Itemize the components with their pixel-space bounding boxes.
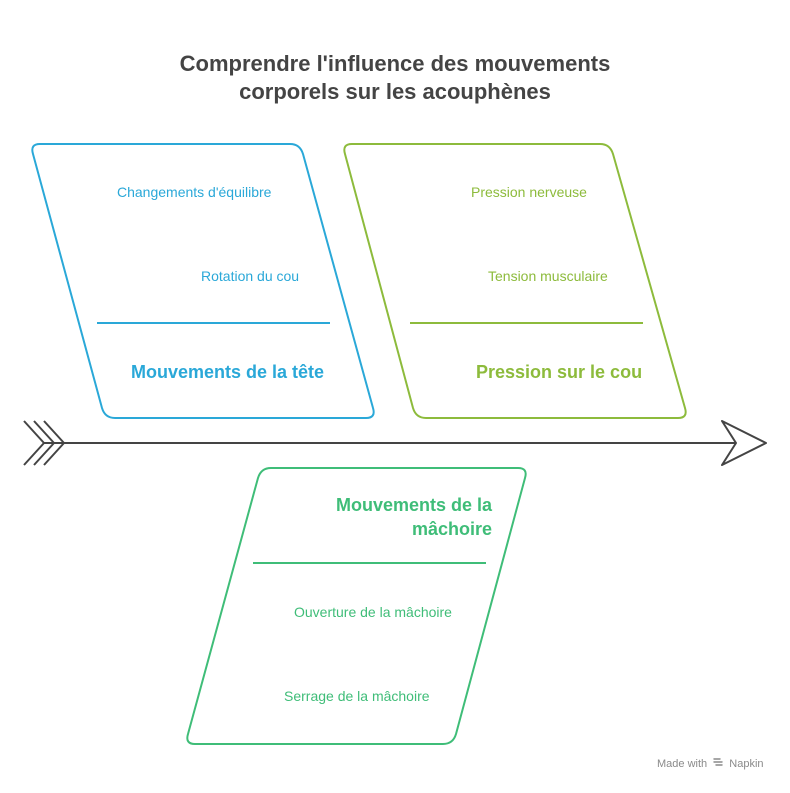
category-title-jaw-line-2: mâchoire — [411, 519, 492, 539]
box-head-movements — [31, 143, 375, 419]
category-title-head-movements: Mouvements de la tête — [131, 362, 325, 382]
napkin-logo-icon — [712, 757, 724, 770]
spine-tail-chevron-2 — [33, 420, 55, 466]
spine-tail-chevron-1 — [23, 420, 45, 466]
spine-tail-chevron-3 — [43, 420, 65, 466]
cause-muscle-tension: Tension musculaire — [488, 268, 608, 284]
category-title-jaw-movements: Mouvements de la mâchoire — [292, 493, 492, 541]
spine-arrow-head — [721, 420, 767, 466]
watermark-brand: Napkin — [729, 758, 764, 770]
cause-jaw-clenching: Serrage de la mâchoire — [284, 688, 430, 704]
category-title-neck-pressure: Pression sur le cou — [476, 362, 643, 382]
cause-balance-changes: Changements d'équilibre — [117, 184, 272, 200]
box-jaw-movements — [186, 467, 527, 745]
page-title-line-2: corporels sur les acouphènes — [239, 79, 551, 104]
category-title-jaw-line-1: Mouvements de la — [335, 495, 492, 515]
page-title-line-1: Comprendre l'influence des mouvements — [179, 51, 611, 76]
watermark: Made with Napkin — [657, 757, 764, 770]
cause-jaw-opening: Ouverture de la mâchoire — [294, 604, 452, 620]
cause-neck-rotation: Rotation du cou — [201, 268, 300, 284]
cause-nerve-pressure: Pression nerveuse — [471, 184, 587, 200]
box-neck-pressure — [343, 143, 687, 419]
watermark-made-with: Made with — [657, 758, 708, 770]
page-title: Comprendre l'influence des mouvements co… — [95, 50, 695, 106]
